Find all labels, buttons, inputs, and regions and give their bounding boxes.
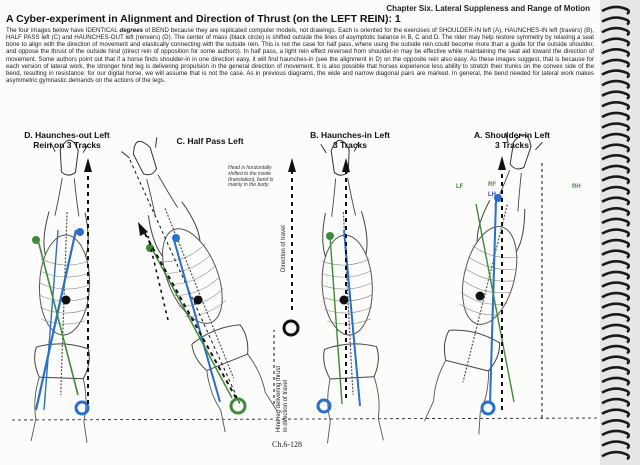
spiral-coil bbox=[601, 111, 631, 122]
figure-title-b-line2: 3 Tracks bbox=[332, 140, 368, 150]
page-number: Ch.6-128 bbox=[272, 440, 302, 449]
spiral-coil bbox=[601, 79, 631, 90]
spiral-binding bbox=[600, 0, 640, 465]
spiral-coil bbox=[601, 270, 631, 281]
annotation-line-4: mainly in the body. bbox=[228, 182, 270, 189]
hind-thrust-line-2: in direction of travel bbox=[283, 379, 289, 432]
spiral-coil bbox=[601, 440, 631, 450]
spiral-coil bbox=[601, 313, 631, 323]
spiral-coil bbox=[601, 238, 631, 249]
spiral-coil bbox=[601, 387, 631, 397]
spiral-coil bbox=[601, 164, 631, 175]
spiral-coil bbox=[601, 291, 631, 302]
figure-title-b: B. Haunches-in Left 3 Tracks bbox=[300, 130, 400, 150]
body-text-part1: The four images below have IDENTICAL bbox=[6, 27, 120, 34]
leg-label-lh: LH bbox=[488, 192, 496, 198]
spiral-coil bbox=[601, 408, 631, 418]
figure-title-c: C. Half Pass Left bbox=[150, 136, 270, 146]
spiral-coil bbox=[601, 419, 631, 429]
figure-title-c-line1: C. Half Pass Left bbox=[176, 136, 244, 146]
leg-label-rh: RH bbox=[572, 184, 581, 190]
spiral-coil bbox=[601, 132, 631, 143]
spiral-coil bbox=[601, 228, 631, 238]
spiral-coil bbox=[601, 16, 631, 26]
spiral-coil bbox=[601, 122, 631, 132]
center-of-mass-b bbox=[339, 295, 349, 305]
spiral-coil bbox=[601, 344, 631, 355]
spiral-coil bbox=[601, 69, 631, 79]
spiral-coils bbox=[601, 5, 631, 461]
hind-thrust-label: Hind leg delivering thrust in direction … bbox=[276, 366, 290, 432]
annotation-line-1: Head is horizontally bbox=[228, 165, 272, 171]
body-text-emphasis: degrees bbox=[119, 27, 144, 34]
body-text-part2: of BEND because they are replicated comp… bbox=[6, 27, 594, 85]
leg-label-rf: RF bbox=[488, 182, 496, 188]
figure-annotation: Head is horizontally shifted to the insi… bbox=[228, 165, 290, 189]
hind-circle-b bbox=[316, 398, 332, 414]
spiral-coil bbox=[601, 450, 631, 461]
spiral-coil bbox=[601, 323, 631, 334]
direction-of-travel-label: Direction of travel bbox=[281, 225, 287, 272]
spiral-coil bbox=[601, 429, 631, 440]
chapter-header: Chapter Six. Lateral Suppleness and Rang… bbox=[386, 4, 590, 13]
figure-title-d-line1: D. Haunches-out Left bbox=[24, 130, 110, 140]
book-page: Chapter Six. Lateral Suppleness and Rang… bbox=[0, 0, 600, 465]
spiral-coil bbox=[601, 101, 631, 111]
spiral-coil bbox=[601, 5, 631, 16]
leg-label-lf: LF bbox=[456, 184, 464, 190]
body-paragraph: The four images below have IDENTICAL deg… bbox=[6, 27, 594, 84]
figure-title-a-line1: A. Shoulder-in Left bbox=[473, 130, 551, 140]
spiral-coil bbox=[601, 355, 631, 365]
spiral-coil bbox=[601, 366, 631, 376]
horse-diagrams bbox=[11, 127, 600, 444]
center-of-mass-c bbox=[193, 295, 203, 305]
annotation-line-2: shifted to the inside bbox=[228, 170, 272, 177]
hind-circle-d bbox=[74, 400, 90, 416]
figure-panel: D. Haunches-out Left Rein on 3 Tracks C.… bbox=[0, 124, 600, 454]
spiral-coil bbox=[601, 397, 631, 408]
hind-circle-c bbox=[229, 397, 247, 415]
center-of-mass-d bbox=[61, 295, 71, 305]
figure-title-d-line2: Rein on 3 Tracks bbox=[33, 140, 101, 150]
spiral-coil bbox=[601, 249, 631, 259]
spiral-coil bbox=[601, 281, 631, 291]
figure-title-a-line2: 3 Tracks bbox=[494, 140, 530, 150]
spiral-coil bbox=[601, 376, 631, 387]
horse-a bbox=[423, 127, 553, 436]
spiral-coil bbox=[601, 143, 631, 153]
figure-title-a: A. Shoulder-in Left 3 Tracks bbox=[462, 130, 562, 150]
spiral-coil bbox=[601, 217, 631, 228]
spiral-coil bbox=[601, 334, 631, 344]
hind-circle-a bbox=[480, 400, 496, 416]
page-title: A Cyber-experiment in Alignment and Dire… bbox=[6, 13, 401, 25]
spiral-coil bbox=[601, 175, 631, 185]
center-of-mass-a bbox=[475, 291, 485, 301]
spiral-coil bbox=[601, 37, 631, 47]
annotation-line-3: (translation), bend is bbox=[228, 176, 274, 183]
spiral-coil bbox=[601, 196, 631, 206]
spiral-coil bbox=[601, 260, 631, 270]
figure-title-b-line1: B. Haunches-in Left bbox=[310, 130, 390, 140]
spiral-coil bbox=[601, 302, 631, 312]
spiral-coil bbox=[601, 207, 631, 217]
spiral-coil bbox=[601, 154, 631, 164]
spiral-coil bbox=[601, 48, 631, 58]
spiral-coil bbox=[601, 90, 631, 100]
spiral-coil bbox=[601, 185, 631, 196]
spiral-coil bbox=[601, 58, 631, 69]
hind-thrust-line-1: Hind leg delivering thrust bbox=[276, 365, 282, 432]
spiral-coil bbox=[601, 26, 631, 37]
figure-title-d: D. Haunches-out Left Rein on 3 Tracks bbox=[8, 130, 126, 150]
horse-b bbox=[311, 138, 384, 444]
